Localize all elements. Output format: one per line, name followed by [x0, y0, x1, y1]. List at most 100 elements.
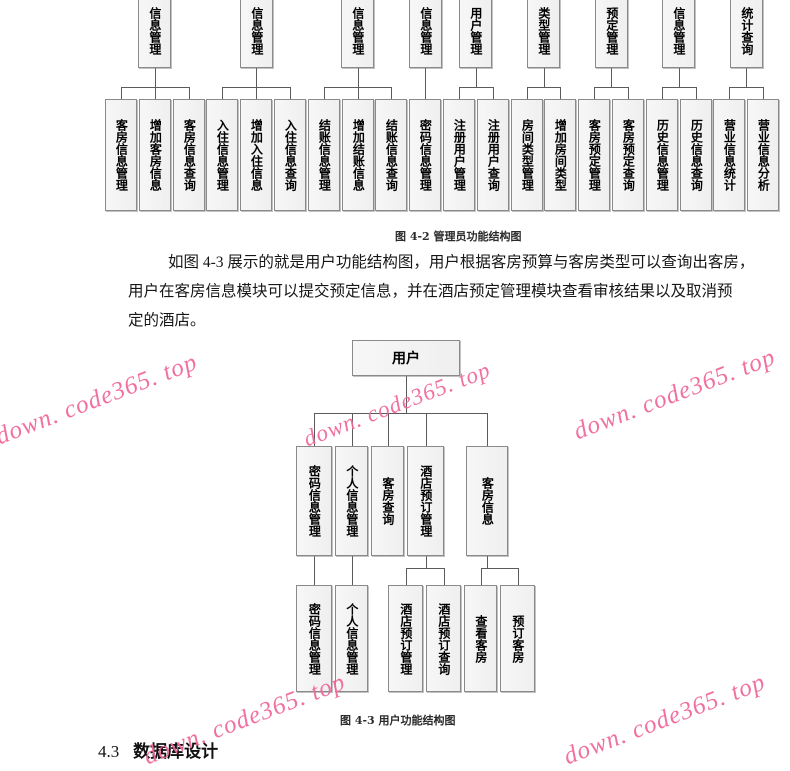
user-level3-box-4-label: 酒店预订查询: [436, 602, 451, 675]
user-level2-box-4: 酒店预订管理: [407, 446, 444, 556]
admin-parent-box-8-label: 信息管理: [671, 7, 686, 55]
admin-child-box-2: 增加客房信息: [139, 99, 171, 211]
admin-parent-box-2: 信息管理: [240, 0, 273, 68]
admin-child-box-10-label: 密码信息管理: [418, 119, 433, 191]
admin-parent-box-1-label: 信息管理: [147, 7, 162, 55]
admin-connector-drop-2: [155, 87, 156, 99]
admin-child-box-20: 营业信息分析: [747, 99, 779, 211]
user-level3-box-3-label: 酒店预订管理: [398, 602, 413, 675]
admin-connector-bus-5: [459, 87, 493, 88]
admin-child-box-4-label: 入住信息管理: [215, 119, 230, 191]
admin-parent-box-5-label: 用户管理: [468, 7, 483, 55]
user-level3-box-6: 预订客房: [500, 585, 535, 692]
admin-connector-bus-7: [594, 87, 628, 88]
admin-child-box-10: 密码信息管理: [409, 99, 441, 211]
user-level2-box-1-label: 密码信息管理: [307, 465, 322, 537]
user-level3-box-1: 密码信息管理: [296, 585, 332, 692]
admin-child-box-12: 注册用户查询: [477, 99, 509, 211]
admin-connector-4: [425, 68, 426, 99]
admin-child-box-3-label: 客房信息查询: [182, 119, 197, 191]
admin-child-box-4: 入住信息管理: [206, 99, 238, 211]
admin-child-box-13-label: 房间类型管理: [520, 119, 535, 191]
user-level3-drop-6: [518, 568, 519, 585]
admin-connector-drop-4: [222, 87, 223, 99]
admin-parent-box-3-label: 信息管理: [350, 7, 365, 55]
admin-child-box-5-label: 增加入住信息: [249, 119, 264, 191]
admin-connector-drop-5: [256, 87, 257, 99]
user-level2-box-5: 客房信息: [466, 446, 508, 556]
user-level2-drop-2: [352, 413, 353, 446]
user-root-stem: [406, 376, 407, 413]
watermark: down. code365. top: [570, 343, 780, 446]
admin-child-box-5: 增加入住信息: [240, 99, 272, 211]
user-level2-box-4-label: 酒店预订管理: [418, 465, 433, 537]
user-level3-box-1-label: 密码信息管理: [307, 602, 322, 675]
user-level2-box-3-label: 客房查询: [380, 477, 395, 525]
admin-connector-drop-9: [391, 87, 392, 99]
admin-child-box-16-label: 客房预定查询: [621, 119, 636, 191]
admin-connector-stem-3: [358, 68, 359, 87]
admin-connector-stem-1: [155, 68, 156, 87]
admin-child-box-1: 客房信息管理: [105, 99, 137, 211]
admin-connector-bus-8: [662, 87, 696, 88]
figure-caption-4-3: 图 4-3 用户功能结构图: [340, 714, 456, 727]
admin-child-box-18-label: 历史信息查询: [689, 119, 704, 191]
admin-connector-drop-14: [560, 87, 561, 99]
paragraph-line-2: 用户在客房信息模块可以提交预定信息，并在酒店预定管理模块查看审核结果以及取消预: [128, 283, 733, 300]
user-root-box: 用户: [352, 340, 460, 376]
admin-connector-drop-15: [594, 87, 595, 99]
admin-child-box-1-label: 客房信息管理: [114, 119, 129, 191]
user-level2-drop-3: [388, 413, 389, 446]
user-level3-drop-1: [314, 556, 315, 585]
user-level3-box-2-label: 个人信息管理: [344, 602, 359, 675]
user-level2-drop-4: [426, 413, 427, 446]
admin-parent-box-8: 信息管理: [662, 0, 695, 68]
admin-child-box-6: 入住信息查询: [274, 99, 306, 211]
admin-connector-drop-16: [628, 87, 629, 99]
user-root-box-label: 用户: [392, 351, 420, 367]
admin-child-box-14: 增加房间类型: [544, 99, 576, 211]
admin-child-box-14-label: 增加房间类型: [553, 119, 568, 191]
admin-connector-drop-13: [527, 87, 528, 99]
admin-connector-stem-2: [256, 68, 257, 87]
admin-connector-stem-9: [746, 68, 747, 87]
admin-child-box-20-label: 营业信息分析: [756, 119, 771, 191]
admin-parent-box-2-label: 信息管理: [249, 7, 264, 55]
admin-connector-drop-18: [696, 87, 697, 99]
user-level2-box-2-label: 个人信息管理: [344, 465, 359, 537]
admin-connector-bus-9: [729, 87, 763, 88]
admin-parent-box-5: 用户管理: [459, 0, 492, 68]
admin-child-box-11-label: 注册用户管理: [452, 119, 467, 191]
admin-connector-stem-8: [679, 68, 680, 87]
admin-connector-drop-3: [189, 87, 190, 99]
user-level3-box-4: 酒店预订查询: [426, 585, 461, 692]
user-level3-box-2: 个人信息管理: [335, 585, 368, 692]
admin-child-box-8-label: 增加结账信息: [351, 119, 366, 191]
user-level3-box-6-label: 预订客房: [510, 614, 525, 663]
section-heading: 4.3 数据库设计: [98, 737, 218, 762]
admin-connector-drop-17: [662, 87, 663, 99]
watermark: down. code365. top: [0, 348, 202, 451]
admin-child-box-12-label: 注册用户查询: [486, 119, 501, 191]
admin-child-box-13: 房间类型管理: [511, 99, 543, 211]
admin-parent-box-7-label: 预定管理: [604, 7, 619, 55]
admin-child-box-15: 客房预定管理: [578, 99, 610, 211]
user-branch-bus-5: [481, 568, 518, 569]
admin-child-box-18: 历史信息查询: [680, 99, 712, 211]
admin-connector-bus-3: [324, 87, 391, 88]
admin-connector-drop-12: [493, 87, 494, 99]
admin-child-box-7-label: 结账信息管理: [317, 119, 332, 191]
admin-connector-drop-7: [324, 87, 325, 99]
admin-connector-drop-1: [121, 87, 122, 99]
admin-child-box-8: 增加结账信息: [342, 99, 374, 211]
admin-connector-drop-6: [290, 87, 291, 99]
user-level2-box-1: 密码信息管理: [296, 446, 332, 556]
admin-parent-box-4: 信息管理: [409, 0, 442, 68]
admin-parent-box-4-label: 信息管理: [418, 7, 433, 55]
admin-child-box-19: 营业信息统计: [713, 99, 745, 211]
admin-parent-box-7: 预定管理: [595, 0, 628, 68]
admin-child-box-15-label: 客房预定管理: [587, 119, 602, 191]
admin-connector-stem-6: [544, 68, 545, 87]
admin-connector-bus-6: [527, 87, 560, 88]
